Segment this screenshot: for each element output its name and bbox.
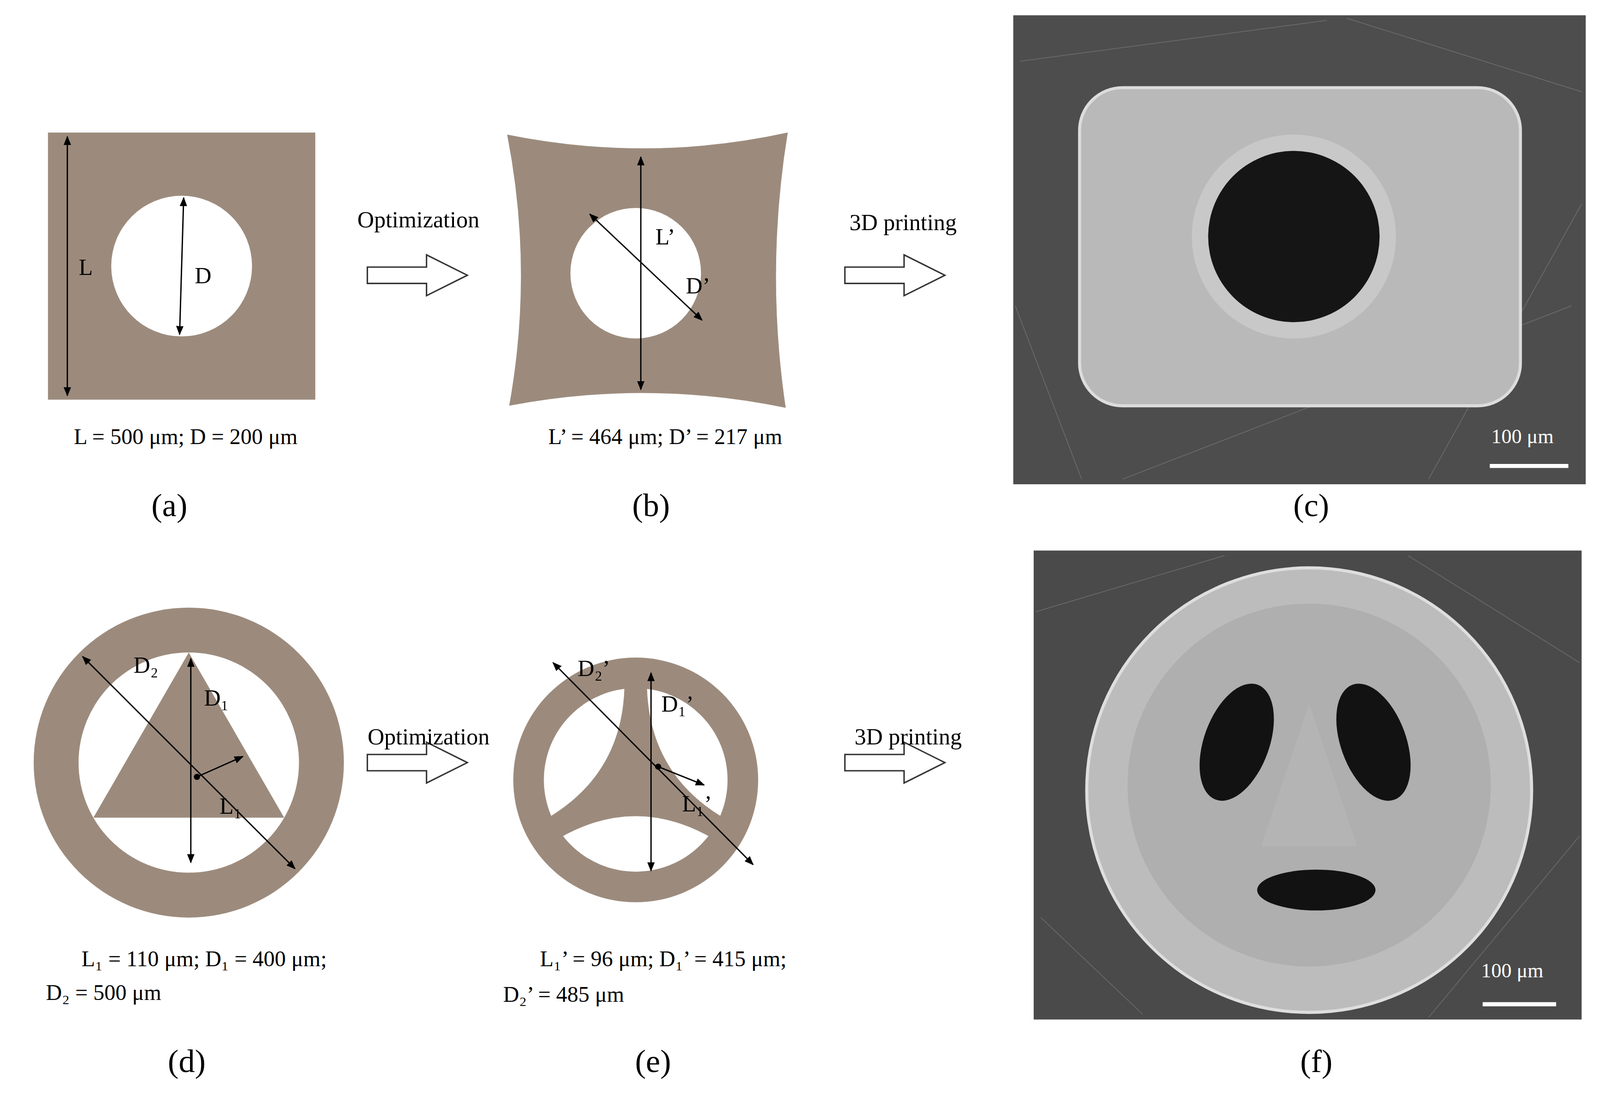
- scratch: [1040, 918, 1143, 1016]
- ring-body: [33, 607, 344, 919]
- dimension-label: L: [78, 254, 93, 281]
- sem-background: [1033, 550, 1582, 1020]
- square-design: [48, 132, 316, 400]
- dimension-label: D₁: [203, 685, 229, 711]
- sem-image: [1033, 550, 1582, 1020]
- scale-bar: [1482, 1002, 1557, 1007]
- dimension-label: L’: [655, 224, 676, 250]
- round-hole: [111, 196, 253, 337]
- process-step: Optimization: [357, 206, 480, 233]
- process-arrow: [367, 255, 468, 296]
- sem-background: [1013, 15, 1586, 485]
- deltoid-strut: [550, 686, 722, 838]
- ring-hole: [78, 652, 300, 874]
- dimension-values: L’ = 464 μm; D’ = 217 μm: [548, 424, 783, 449]
- process-step: Optimization: [367, 723, 490, 750]
- dimension-line: [196, 756, 243, 778]
- dimension-line: [179, 197, 184, 335]
- scale-bar-label: 100 μm: [1481, 960, 1544, 983]
- scratch: [1020, 20, 1327, 62]
- dimension-line: [552, 662, 754, 865]
- dimension-label: D₂: [133, 652, 159, 679]
- dimension-line: [66, 136, 68, 396]
- hole-rim: [1191, 134, 1396, 339]
- dimension-label: D₂’: [577, 655, 611, 681]
- panel-label: (c): [1293, 487, 1330, 523]
- dimension-values: L₁’ = 96 μm; D₁’ = 415 μm;: [539, 946, 787, 972]
- panel-label: (d): [167, 1043, 206, 1079]
- sem-image: [1013, 15, 1586, 485]
- ring-body: [513, 657, 759, 903]
- process-step: 3D printing: [854, 723, 963, 750]
- center-dot: [193, 774, 200, 781]
- dimension-values: L₁ = 110 μm; D₁ = 400 μm;: [81, 946, 327, 972]
- printed-hole: [1256, 870, 1376, 911]
- surface-scratches: [1035, 555, 1580, 1018]
- dimension-line: [650, 673, 652, 871]
- scratch: [1015, 306, 1082, 480]
- panel-label: (f): [1299, 1043, 1333, 1079]
- triangle-strut: [93, 652, 285, 818]
- dimension-line: [82, 656, 295, 870]
- center-dot: [655, 764, 662, 771]
- round-hole: [570, 208, 702, 339]
- scale-bar: [1489, 464, 1569, 469]
- dimension-line: [589, 214, 703, 320]
- panel-label: (a): [151, 487, 188, 523]
- panel-label: (e): [635, 1043, 672, 1079]
- printed-hole: [1207, 151, 1380, 323]
- dimension-values: D₂’ = 485 μm: [502, 982, 625, 1008]
- scale-bar-label: 100 μm: [1491, 425, 1554, 448]
- concave-body: [507, 132, 788, 409]
- dimension-line: [190, 658, 192, 863]
- dimension-label: D: [194, 262, 212, 289]
- dimension-label: D₁’: [661, 691, 694, 718]
- ring-design: [33, 607, 344, 919]
- dimension-values: L = 500 μm; D = 200 μm: [73, 424, 298, 449]
- printed-square: [1079, 87, 1521, 406]
- scratch: [1347, 18, 1582, 92]
- process-arrow: [845, 255, 945, 296]
- printed-disk: [1086, 568, 1532, 1013]
- textured-rim: [1127, 603, 1491, 967]
- printed-hole: [1185, 674, 1289, 812]
- dimension-line: [640, 157, 642, 390]
- dimension-values: D₂ = 500 μm: [45, 980, 162, 1006]
- optimized-square: [507, 132, 788, 409]
- dimension-label: D’: [685, 273, 711, 299]
- surface-scratches: [1015, 18, 1582, 480]
- optimized-ring: [513, 657, 759, 903]
- square-body: [48, 132, 316, 400]
- dimension-label: L₁’: [681, 791, 712, 817]
- dimension-label: L₁: [219, 793, 242, 819]
- printed-hole: [1321, 674, 1425, 812]
- process-step: 3D printing: [849, 209, 957, 236]
- panel-label: (b): [631, 487, 670, 523]
- dimension-line: [658, 766, 705, 786]
